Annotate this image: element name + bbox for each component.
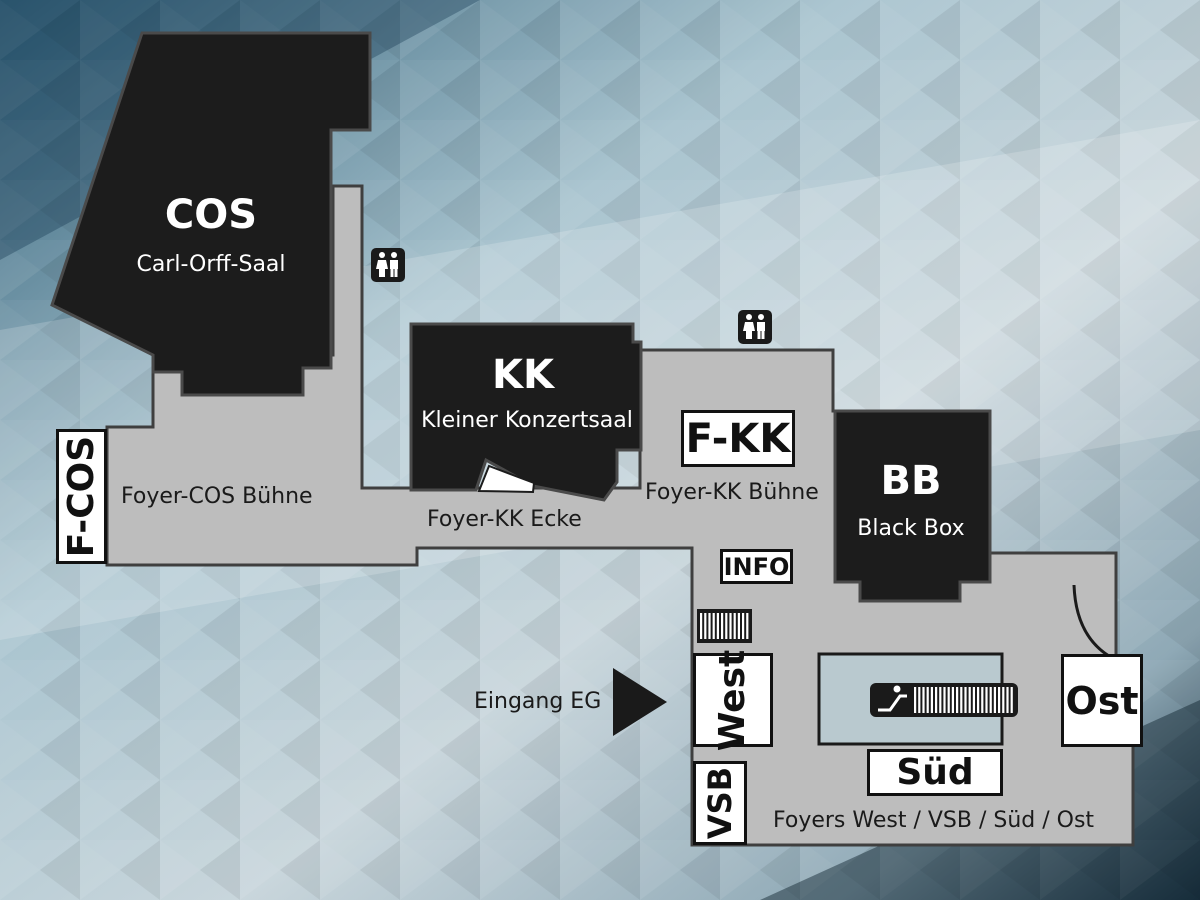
restroom-icon[interactable] — [371, 248, 405, 282]
tag-f-cos[interactable]: F-COS — [56, 429, 107, 564]
room-bb[interactable] — [833, 409, 992, 603]
tag-ost-label: Ost — [1065, 678, 1139, 723]
tag-west[interactable]: West — [693, 649, 773, 751]
room-cos[interactable] — [50, 31, 372, 397]
room-kk[interactable] — [409, 322, 643, 502]
tag-f-kk[interactable]: F-KK — [681, 410, 795, 467]
tag-sued[interactable]: Süd — [867, 749, 1003, 796]
tag-vsb[interactable]: VSB — [693, 761, 747, 845]
room-kk-code: KK — [492, 352, 554, 398]
area-foyer-kk: Foyer-KK Bühne — [645, 480, 819, 505]
area-foyers-south: Foyers West / VSB / Süd / Ost — [773, 808, 1095, 833]
room-bb-code: BB — [880, 458, 942, 504]
tag-vsb-label: VSB — [701, 766, 740, 840]
room-cos-name: Carl-Orff-Saal — [136, 252, 286, 277]
restroom-icon[interactable] — [738, 310, 772, 344]
tag-ost[interactable]: Ost — [1061, 654, 1143, 747]
tag-west-label: West — [712, 649, 754, 751]
tag-info[interactable]: INFO — [720, 549, 793, 584]
entrance-label: Eingang EG — [474, 689, 602, 714]
stairs-icon[interactable] — [697, 609, 752, 643]
tag-f-kk-label: F-KK — [685, 415, 791, 462]
room-cos-code: COS — [164, 192, 258, 238]
tag-sued-label: Süd — [896, 752, 974, 793]
escalator-icon[interactable] — [870, 683, 1018, 717]
area-foyer-cos: Foyer-COS Bühne — [121, 484, 313, 509]
tag-f-cos-label: F-COS — [61, 435, 103, 558]
room-bb-name: Black Box — [857, 516, 965, 541]
room-kk-name: Kleiner Konzertsaal — [421, 408, 633, 433]
area-foyer-kk-ecke: Foyer-KK Ecke — [427, 507, 582, 532]
tag-info-label: INFO — [723, 552, 790, 581]
kk-stage-triangle — [477, 464, 536, 494]
entrance-arrow-icon[interactable] — [613, 668, 667, 736]
